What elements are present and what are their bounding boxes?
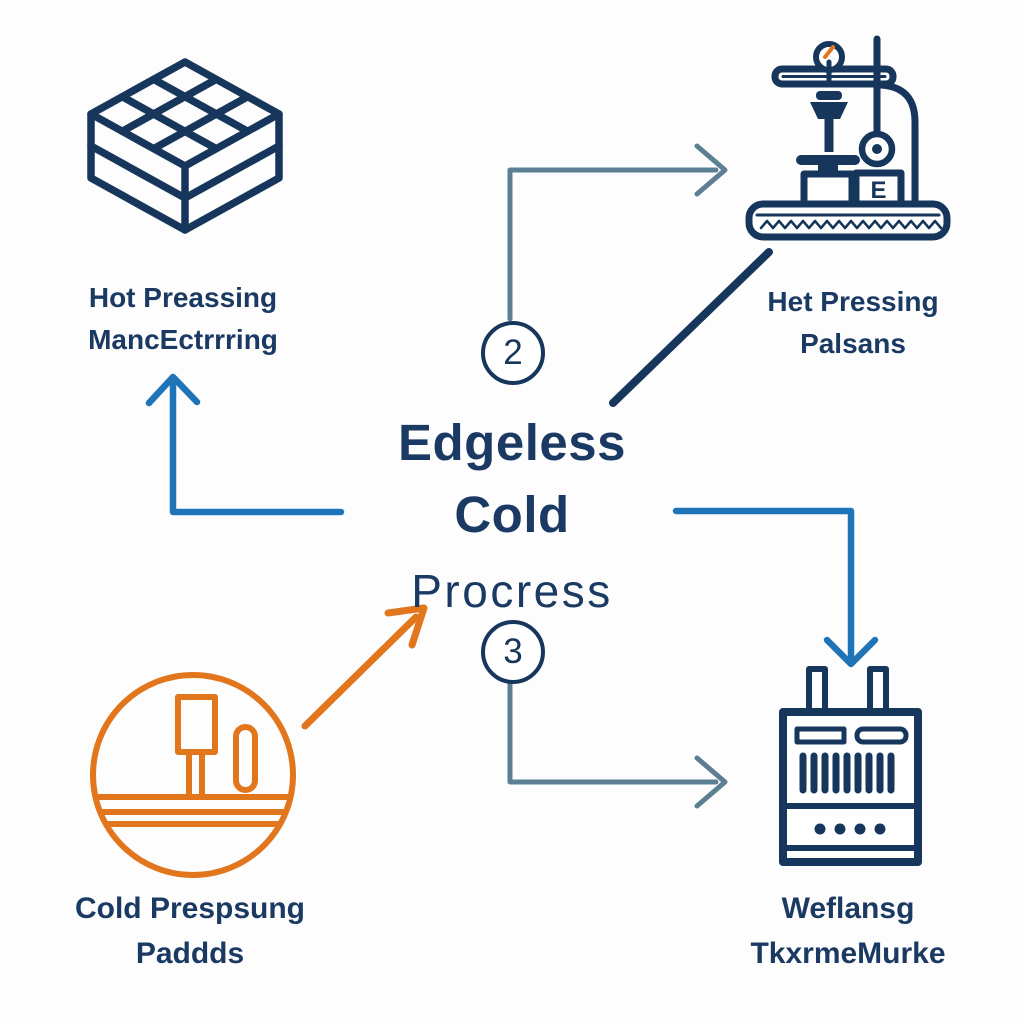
clamp-stem — [824, 119, 834, 152]
pendulum-ball-dot — [872, 144, 882, 154]
stacked-grid-block-icon — [87, 58, 283, 234]
step3-arrow — [507, 677, 728, 809]
arrow-right-head-icon — [694, 143, 728, 197]
label-bottom-left: Cold Prespsung Paddds — [35, 886, 345, 976]
diagram-title: Edgeless Cold Procress — [312, 413, 712, 618]
cold-press-circle-icon — [90, 672, 296, 878]
center-to-topright-line — [609, 248, 773, 407]
wheel-orange-needle — [823, 45, 835, 59]
letter-block — [852, 169, 905, 208]
step2-arrow — [507, 143, 728, 322]
label-line: TkxrmeMurke — [750, 937, 946, 970]
module-slot-left — [794, 726, 847, 745]
label-line: Paddds — [135, 937, 245, 970]
arrow-upright-head-icon — [384, 604, 428, 649]
label-bottom-right: Weflansg TkxrmeMurke — [698, 886, 998, 976]
bottomleft-to-center-arrow — [301, 604, 428, 730]
arrow-up-head-icon — [145, 373, 201, 407]
title-line1: Edgeless — [398, 414, 626, 471]
module-dots — [814, 823, 886, 835]
letter-block-label: E — [870, 177, 886, 204]
label-top-left: Hot Preassing MancEctrrring — [33, 277, 333, 361]
block-top-face — [87, 58, 283, 170]
step-badge-3: 3 — [481, 620, 545, 684]
center-to-topleft-arrow — [145, 373, 345, 516]
center-to-bottomright-arrow — [672, 507, 879, 668]
module-vents — [799, 752, 895, 794]
title-line2: Cold — [454, 486, 570, 543]
block-layer-line — [87, 142, 283, 202]
step-badge-2: 2 — [481, 321, 545, 385]
arrow-right-head-icon — [694, 755, 728, 809]
label-line: Cold Prespsung — [74, 892, 306, 925]
label-top-right: Het Pressing Palsans — [713, 281, 993, 365]
clamp-knob — [816, 91, 842, 100]
title-line3: Procress — [411, 565, 613, 617]
press-head — [175, 694, 218, 755]
welding-module-icon — [779, 666, 922, 866]
label-line: Hot Preassing — [88, 282, 278, 313]
arrow-down-head-icon — [823, 636, 879, 668]
press-bed-lines — [93, 794, 293, 827]
module-slot-right — [854, 726, 909, 745]
block-grid-lines — [118, 75, 252, 153]
machine-frame — [877, 81, 919, 207]
tray-texture — [759, 219, 943, 230]
step-number: 2 — [503, 333, 523, 372]
step-number: 3 — [503, 632, 523, 671]
label-line: Het Pressing — [767, 286, 939, 317]
label-line: Palsans — [800, 328, 906, 359]
press-circle-outline — [90, 672, 296, 878]
label-line: Weflansg — [781, 892, 915, 925]
press-neck — [818, 165, 838, 174]
clamp-body — [810, 102, 848, 119]
press-machine-icon: E — [745, 35, 951, 241]
press-pill — [233, 724, 258, 793]
label-line: MancEctrrring — [88, 324, 278, 355]
press-pedestal — [800, 170, 856, 208]
press-plate — [796, 155, 860, 165]
press-stem — [186, 749, 205, 800]
